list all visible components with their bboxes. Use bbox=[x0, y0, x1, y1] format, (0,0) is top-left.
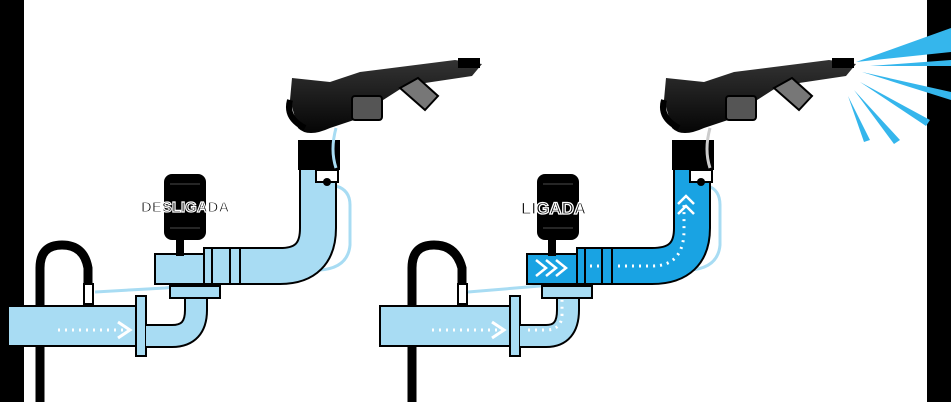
right-pump-label-line1: BOMBA bbox=[538, 134, 588, 149]
gun-arm bbox=[772, 76, 814, 112]
inlet-flange bbox=[169, 285, 221, 299]
sprinkler-gun bbox=[664, 60, 856, 133]
left-panel: VÁLVULA BOCAL FECHA AUTOMATICAMENTE BOMB… bbox=[7, 13, 482, 402]
right-panel: VÁLVULA BOCAL ABRE AUTOMATICAMENTE BOMBA… bbox=[379, 13, 951, 402]
pump-motor bbox=[537, 174, 579, 240]
gun-arm bbox=[398, 76, 440, 112]
gun-body-detail bbox=[725, 95, 757, 121]
power-cable bbox=[35, 240, 93, 402]
gun-control-tube bbox=[705, 127, 712, 169]
right-pressure-label: ABERTO bbox=[730, 151, 785, 166]
left-pump-label-line2: BOOSTER bbox=[145, 154, 210, 169]
right-pump-state: LIGADA bbox=[521, 199, 586, 218]
pump-flow-chevrons bbox=[535, 259, 569, 277]
inlet-elbow bbox=[146, 296, 206, 346]
discharge-pipe bbox=[205, 170, 335, 283]
cable-connector bbox=[457, 283, 468, 305]
inlet-flange bbox=[541, 285, 593, 299]
left-pump-state: DESLIGADA bbox=[141, 199, 230, 216]
discharge-flange bbox=[229, 247, 241, 285]
flow-arrow-head bbox=[491, 320, 507, 340]
pump-motor bbox=[164, 174, 206, 240]
riser-flow-chevrons bbox=[677, 194, 695, 215]
pump-shaft bbox=[548, 236, 556, 256]
pump-shaft bbox=[176, 236, 184, 256]
sprinkler-gun bbox=[290, 60, 482, 133]
left-pump-label-line1: BOMBA bbox=[148, 134, 198, 149]
right-title-line1: VÁLVULA BOCAL ABRE bbox=[661, 13, 822, 29]
gun-body-detail bbox=[351, 95, 383, 121]
gun-control-tube bbox=[331, 127, 338, 169]
pipe-flange bbox=[135, 295, 147, 357]
power-cable bbox=[407, 240, 467, 402]
left-title-line2: AUTOMATICAMENTE bbox=[282, 31, 424, 47]
left-pressure-label: PRESSURIZADO bbox=[355, 151, 458, 166]
flow-arrow-head bbox=[117, 320, 133, 340]
main-pipe bbox=[7, 305, 139, 347]
right-pump-label-line2: BOOSTER bbox=[531, 154, 596, 169]
pipe-flange bbox=[509, 295, 521, 357]
right-title-line2: AUTOMATICAMENTE bbox=[661, 31, 803, 47]
left-title-line1: VÁLVULA BOCAL FECHA bbox=[282, 13, 452, 29]
cable-connector bbox=[83, 283, 94, 305]
sensing-tube bbox=[94, 184, 352, 294]
discharge-flange bbox=[601, 247, 613, 285]
inlet-elbow bbox=[520, 296, 578, 346]
water-spray bbox=[848, 28, 951, 144]
main-pipe bbox=[379, 305, 513, 347]
